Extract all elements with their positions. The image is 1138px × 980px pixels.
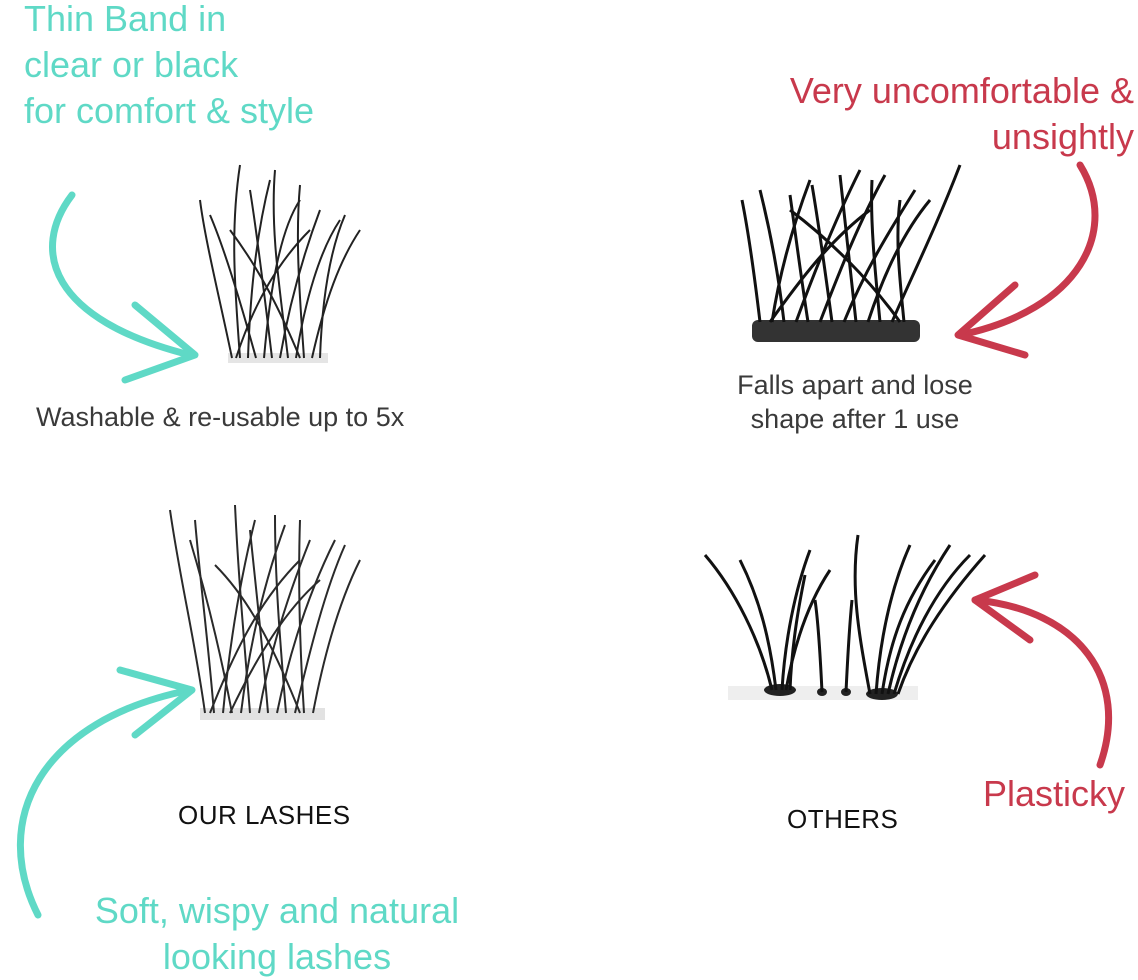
other-lash-bottom [703,534,987,700]
curved-arrow-teal-icon [16,666,196,919]
curved-arrow-red-icon [971,571,1113,769]
plasticky-callout: Plasticky [983,773,1126,814]
thin-band-callout: Thin Band in clear or black for comfort … [24,0,314,134]
callout-line: Soft, wispy and natural [94,890,460,931]
our-lash-top [199,164,361,363]
note-line: shape after 1 use [750,404,960,434]
callout-line: clear or black [24,44,239,85]
uncomfortable-callout: Very uncomfortable & unsightly [790,68,1134,160]
callout-line: looking lashes [162,936,392,977]
our-lash-bottom [169,504,361,720]
others-label: OTHERS [787,804,899,834]
curved-arrow-red-icon [954,161,1099,359]
our-lashes-label: OUR LASHES [178,800,351,830]
callout-line: for comfort & style [24,90,315,131]
curved-arrow-teal-icon [49,191,199,384]
soft-wispy-callout: Soft, wispy and natural looking lashes [52,888,502,980]
other-lash-top [740,164,962,342]
washable-note: Washable & re-usable up to 5x [36,402,405,432]
callout-line: unsightly [991,116,1134,157]
callout-line: Thin Band in [24,0,227,39]
falls-apart-note: Falls apart and lose shape after 1 use [700,368,1010,436]
note-line: Falls apart and lose [737,370,973,400]
callout-line: Very uncomfortable & [789,70,1134,111]
